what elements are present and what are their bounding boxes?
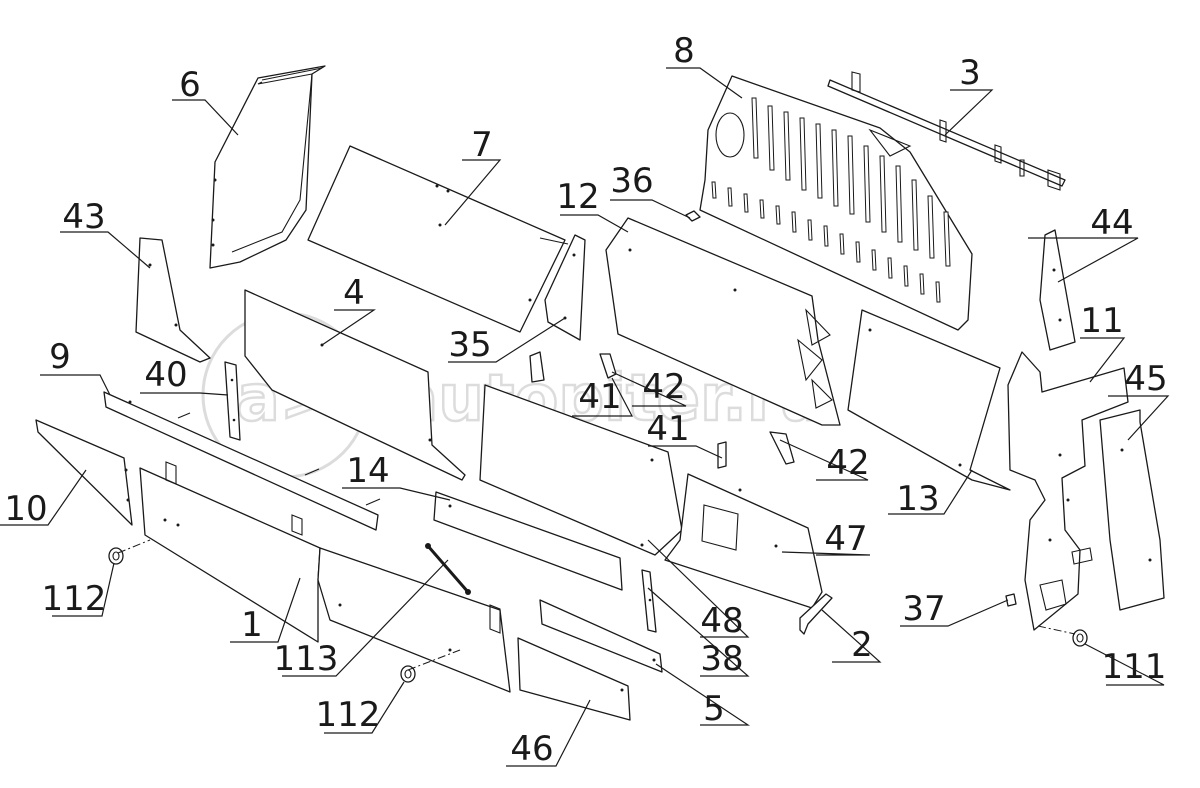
part-37-plate (1005, 593, 1017, 607)
part-41-bracket-upper (529, 351, 545, 383)
part-38-strip (641, 569, 657, 633)
leader-lines (0, 67, 1170, 767)
part-41-bracket-lower (717, 441, 727, 469)
callout-35: 35 (448, 325, 491, 365)
callout-112-bottom: 112 (316, 695, 381, 735)
part-112-grommet-left (108, 547, 124, 565)
part-11-side-panel (1007, 351, 1129, 631)
callout-44: 44 (1090, 203, 1133, 243)
callout-41-upper: 41 (578, 377, 621, 417)
callout-38: 38 (700, 639, 743, 679)
part-13-panel (847, 309, 1011, 491)
part-1-panel-right (317, 547, 511, 693)
callout-11: 11 (1080, 301, 1123, 341)
part-35-strip (544, 234, 586, 341)
callout-5: 5 (703, 689, 725, 729)
callout-40: 40 (144, 355, 187, 395)
callout-42-upper: 42 (642, 367, 685, 407)
callout-14: 14 (346, 451, 389, 491)
callout-45: 45 (1124, 359, 1167, 399)
callout-1: 1 (241, 605, 263, 645)
callout-labels: 6 7 8 3 43 4 12 36 44 11 45 9 40 35 41 4… (4, 31, 1167, 769)
callout-13: 13 (896, 479, 939, 519)
part-8-slotted-panel (699, 75, 973, 331)
part-6-panel (209, 65, 326, 269)
callout-2: 2 (851, 625, 873, 665)
part-40-bracket (224, 361, 241, 441)
part-9-strip (103, 391, 381, 531)
part-45-strip (1099, 409, 1165, 611)
callout-112-left: 112 (42, 579, 107, 619)
callout-10: 10 (4, 489, 47, 529)
callout-48: 48 (700, 601, 743, 641)
part-46-panel (517, 637, 631, 721)
part-44-strip (1039, 229, 1076, 351)
callout-12: 12 (556, 177, 599, 217)
callout-47: 47 (824, 519, 867, 559)
part-1-panel (139, 461, 321, 643)
callout-3: 3 (959, 53, 981, 93)
part-14-strip (433, 491, 623, 591)
callout-42-lower: 42 (826, 443, 869, 483)
callout-37: 37 (902, 589, 945, 629)
part-4-panel (244, 289, 466, 481)
callout-8: 8 (673, 31, 695, 71)
centerlines (117, 539, 1076, 671)
callout-36: 36 (610, 161, 653, 201)
part-7-panel (307, 145, 569, 333)
part-36-bracket (685, 210, 701, 222)
callout-111: 111 (1102, 647, 1167, 687)
callout-7: 7 (471, 125, 493, 165)
callout-4: 4 (343, 273, 365, 313)
callout-9: 9 (49, 337, 71, 377)
part-111-grommet (1072, 629, 1088, 647)
part-42-bracket-lower (769, 431, 795, 465)
part-113-strut (425, 543, 471, 595)
part-48-panel (479, 384, 683, 556)
callout-41-lower: 41 (646, 409, 689, 449)
part-43-panel (135, 237, 211, 363)
callout-46: 46 (510, 729, 553, 769)
callout-6: 6 (179, 65, 201, 105)
part-5-strip (539, 599, 663, 673)
part-12-panel (605, 217, 841, 426)
callout-43: 43 (62, 197, 105, 237)
part-2-hinge (799, 593, 833, 635)
callout-113: 113 (274, 639, 339, 679)
part-47-panel (664, 473, 823, 609)
